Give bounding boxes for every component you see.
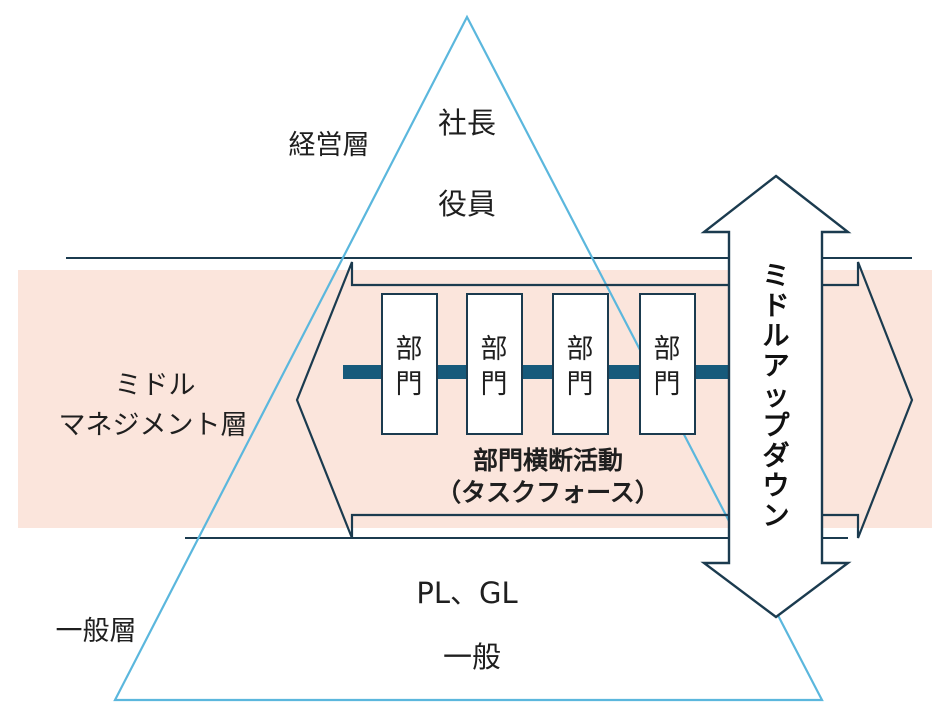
department-connector-bar: [343, 365, 728, 379]
task-force-title: 部門横断活動: [473, 446, 623, 475]
department-box-1: 部 門: [381, 293, 438, 435]
department-label-4a: 部: [654, 334, 681, 365]
department-label-1a: 部: [396, 334, 423, 365]
department-label-2a: 部: [481, 334, 508, 365]
task-force-subtitle: （タスクフォース）: [436, 478, 660, 507]
middle-up-down-char: ド: [763, 291, 790, 322]
middle-up-down-char: ン: [763, 501, 790, 532]
middle-up-down-char: ル: [763, 321, 790, 352]
department-label-2b: 門: [481, 369, 508, 400]
middle-up-down-char: ア: [763, 351, 790, 382]
middle-up-down-char: ッ: [763, 381, 790, 412]
department-box-3: 部 門: [552, 293, 609, 435]
general-staff-label: 一般: [443, 640, 501, 674]
middle-up-down-char: ウ: [763, 471, 790, 502]
middle-layer-label-line1: ミドル: [115, 370, 196, 401]
middle-up-down-arrow: [700, 174, 852, 619]
executives-label: 役員: [438, 187, 496, 221]
pl-gl-label: PL、GL: [416, 576, 517, 610]
general-layer-label: 一般層: [56, 616, 137, 647]
department-label-3b: 門: [567, 369, 594, 400]
department-label-4b: 門: [654, 369, 681, 400]
department-label-1b: 門: [396, 369, 423, 400]
cross-department-arrow: [295, 261, 914, 539]
middle-layer-label-line2: マネジメント層: [59, 410, 248, 441]
executive-layer-label: 経営層: [289, 130, 370, 161]
middle-up-down-char: ミ: [763, 261, 790, 292]
president-label: 社長: [438, 106, 496, 140]
middle-up-down-char: ダ: [763, 440, 790, 472]
middle-up-down-char: プ: [763, 411, 791, 442]
department-box-4: 部 門: [639, 293, 696, 435]
department-box-2: 部 門: [466, 293, 523, 435]
department-label-3a: 部: [567, 334, 594, 365]
